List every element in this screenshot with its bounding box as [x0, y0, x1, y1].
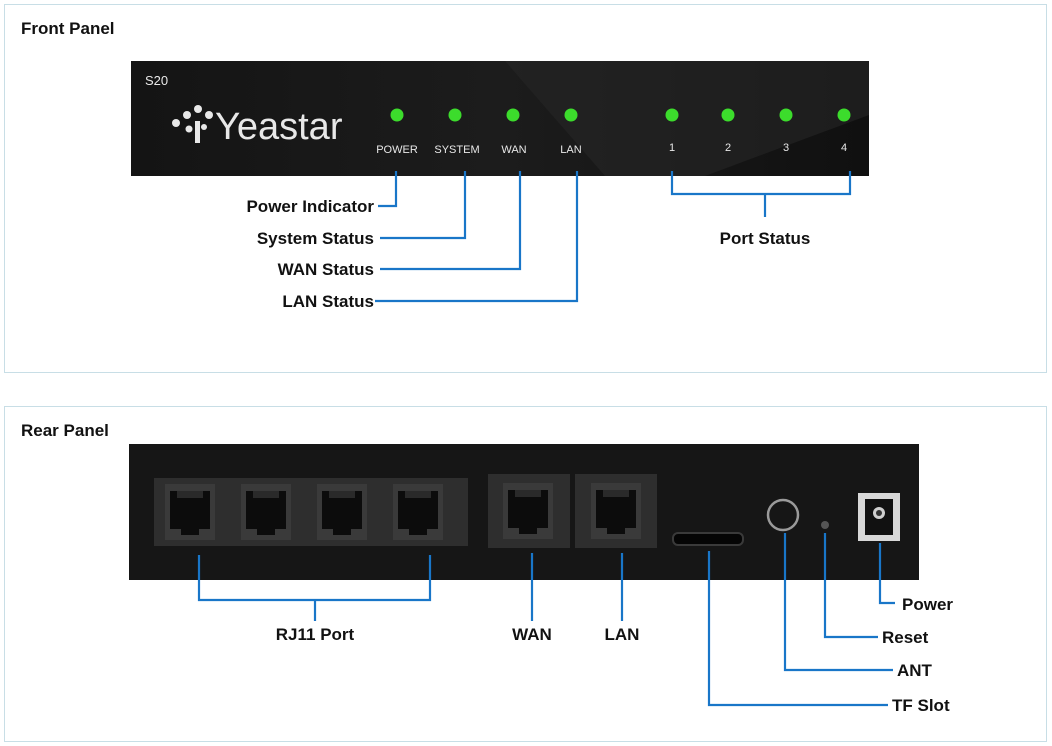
callout-port-status: Port Status: [720, 229, 811, 248]
callout-bracket-ports: [670, 171, 852, 196]
port-number-1: 1: [669, 142, 675, 154]
callout-line-power: [378, 171, 398, 208]
callout-line-lan: [375, 171, 579, 303]
port-number-2: 2: [725, 142, 731, 154]
callout-wan: WAN: [512, 625, 552, 644]
callout-reset: Reset: [882, 628, 929, 647]
callout-line-ant: [783, 533, 893, 672]
lan-led: [564, 108, 578, 122]
front-panel-diagram: S20 Yeastar POWER SYSTEM WAN LAN 1 2 3 4: [131, 61, 869, 311]
callout-line-reset: [823, 533, 878, 639]
callout-rj11-port: RJ11 Port: [276, 625, 355, 644]
rj11-port-1: [165, 484, 215, 540]
rear-panel-diagram: RJ11 Port WAN LAN Power Reset ANT TF Slo…: [129, 444, 953, 715]
model-label: S20: [145, 73, 168, 88]
rj11-port-block: [154, 478, 468, 546]
callout-line-system: [380, 171, 467, 240]
callout-power-indicator: Power Indicator: [246, 197, 374, 216]
callout-line-tf-slot: [707, 551, 888, 707]
rj11-port-3: [317, 484, 367, 540]
port-4-led: [837, 108, 851, 122]
power-led: [390, 108, 404, 122]
rj11-port-4: [393, 484, 443, 540]
rear-panel-section: Rear Panel: [4, 406, 1047, 742]
callout-tf-slot: TF Slot: [892, 696, 950, 715]
yeastar-logo-icon: [172, 105, 213, 143]
front-panel-title: Front Panel: [21, 19, 115, 38]
reset-button: [821, 521, 829, 529]
port-number-3: 3: [783, 142, 789, 154]
callout-line-power: [878, 543, 895, 605]
led-label-wan: WAN: [501, 144, 526, 156]
led-label-system: SYSTEM: [434, 144, 479, 156]
rj11-port-2: [241, 484, 291, 540]
callout-ant: ANT: [897, 661, 933, 680]
led-label-lan: LAN: [560, 144, 581, 156]
port-3-led: [779, 108, 793, 122]
front-device-sheen: [505, 61, 869, 176]
port-number-4: 4: [841, 142, 847, 154]
wan-led: [506, 108, 520, 122]
callout-wan-status: WAN Status: [278, 260, 374, 279]
port-2-led: [721, 108, 735, 122]
led-label-power: POWER: [376, 144, 418, 156]
tf-slot: [672, 532, 744, 546]
callout-lan: LAN: [605, 625, 640, 644]
callout-power: Power: [902, 595, 953, 614]
system-led: [448, 108, 462, 122]
port-1-led: [665, 108, 679, 122]
callout-line-wan: [380, 171, 522, 271]
callout-lan-status: LAN Status: [282, 292, 374, 311]
brand-logo-text: Yeastar: [215, 106, 343, 148]
ant-connector: [766, 498, 800, 532]
rear-panel-title: Rear Panel: [21, 421, 109, 440]
front-panel-section: Front Panel S20 Yeastar: [4, 4, 1047, 373]
callout-system-status: System Status: [257, 229, 374, 248]
